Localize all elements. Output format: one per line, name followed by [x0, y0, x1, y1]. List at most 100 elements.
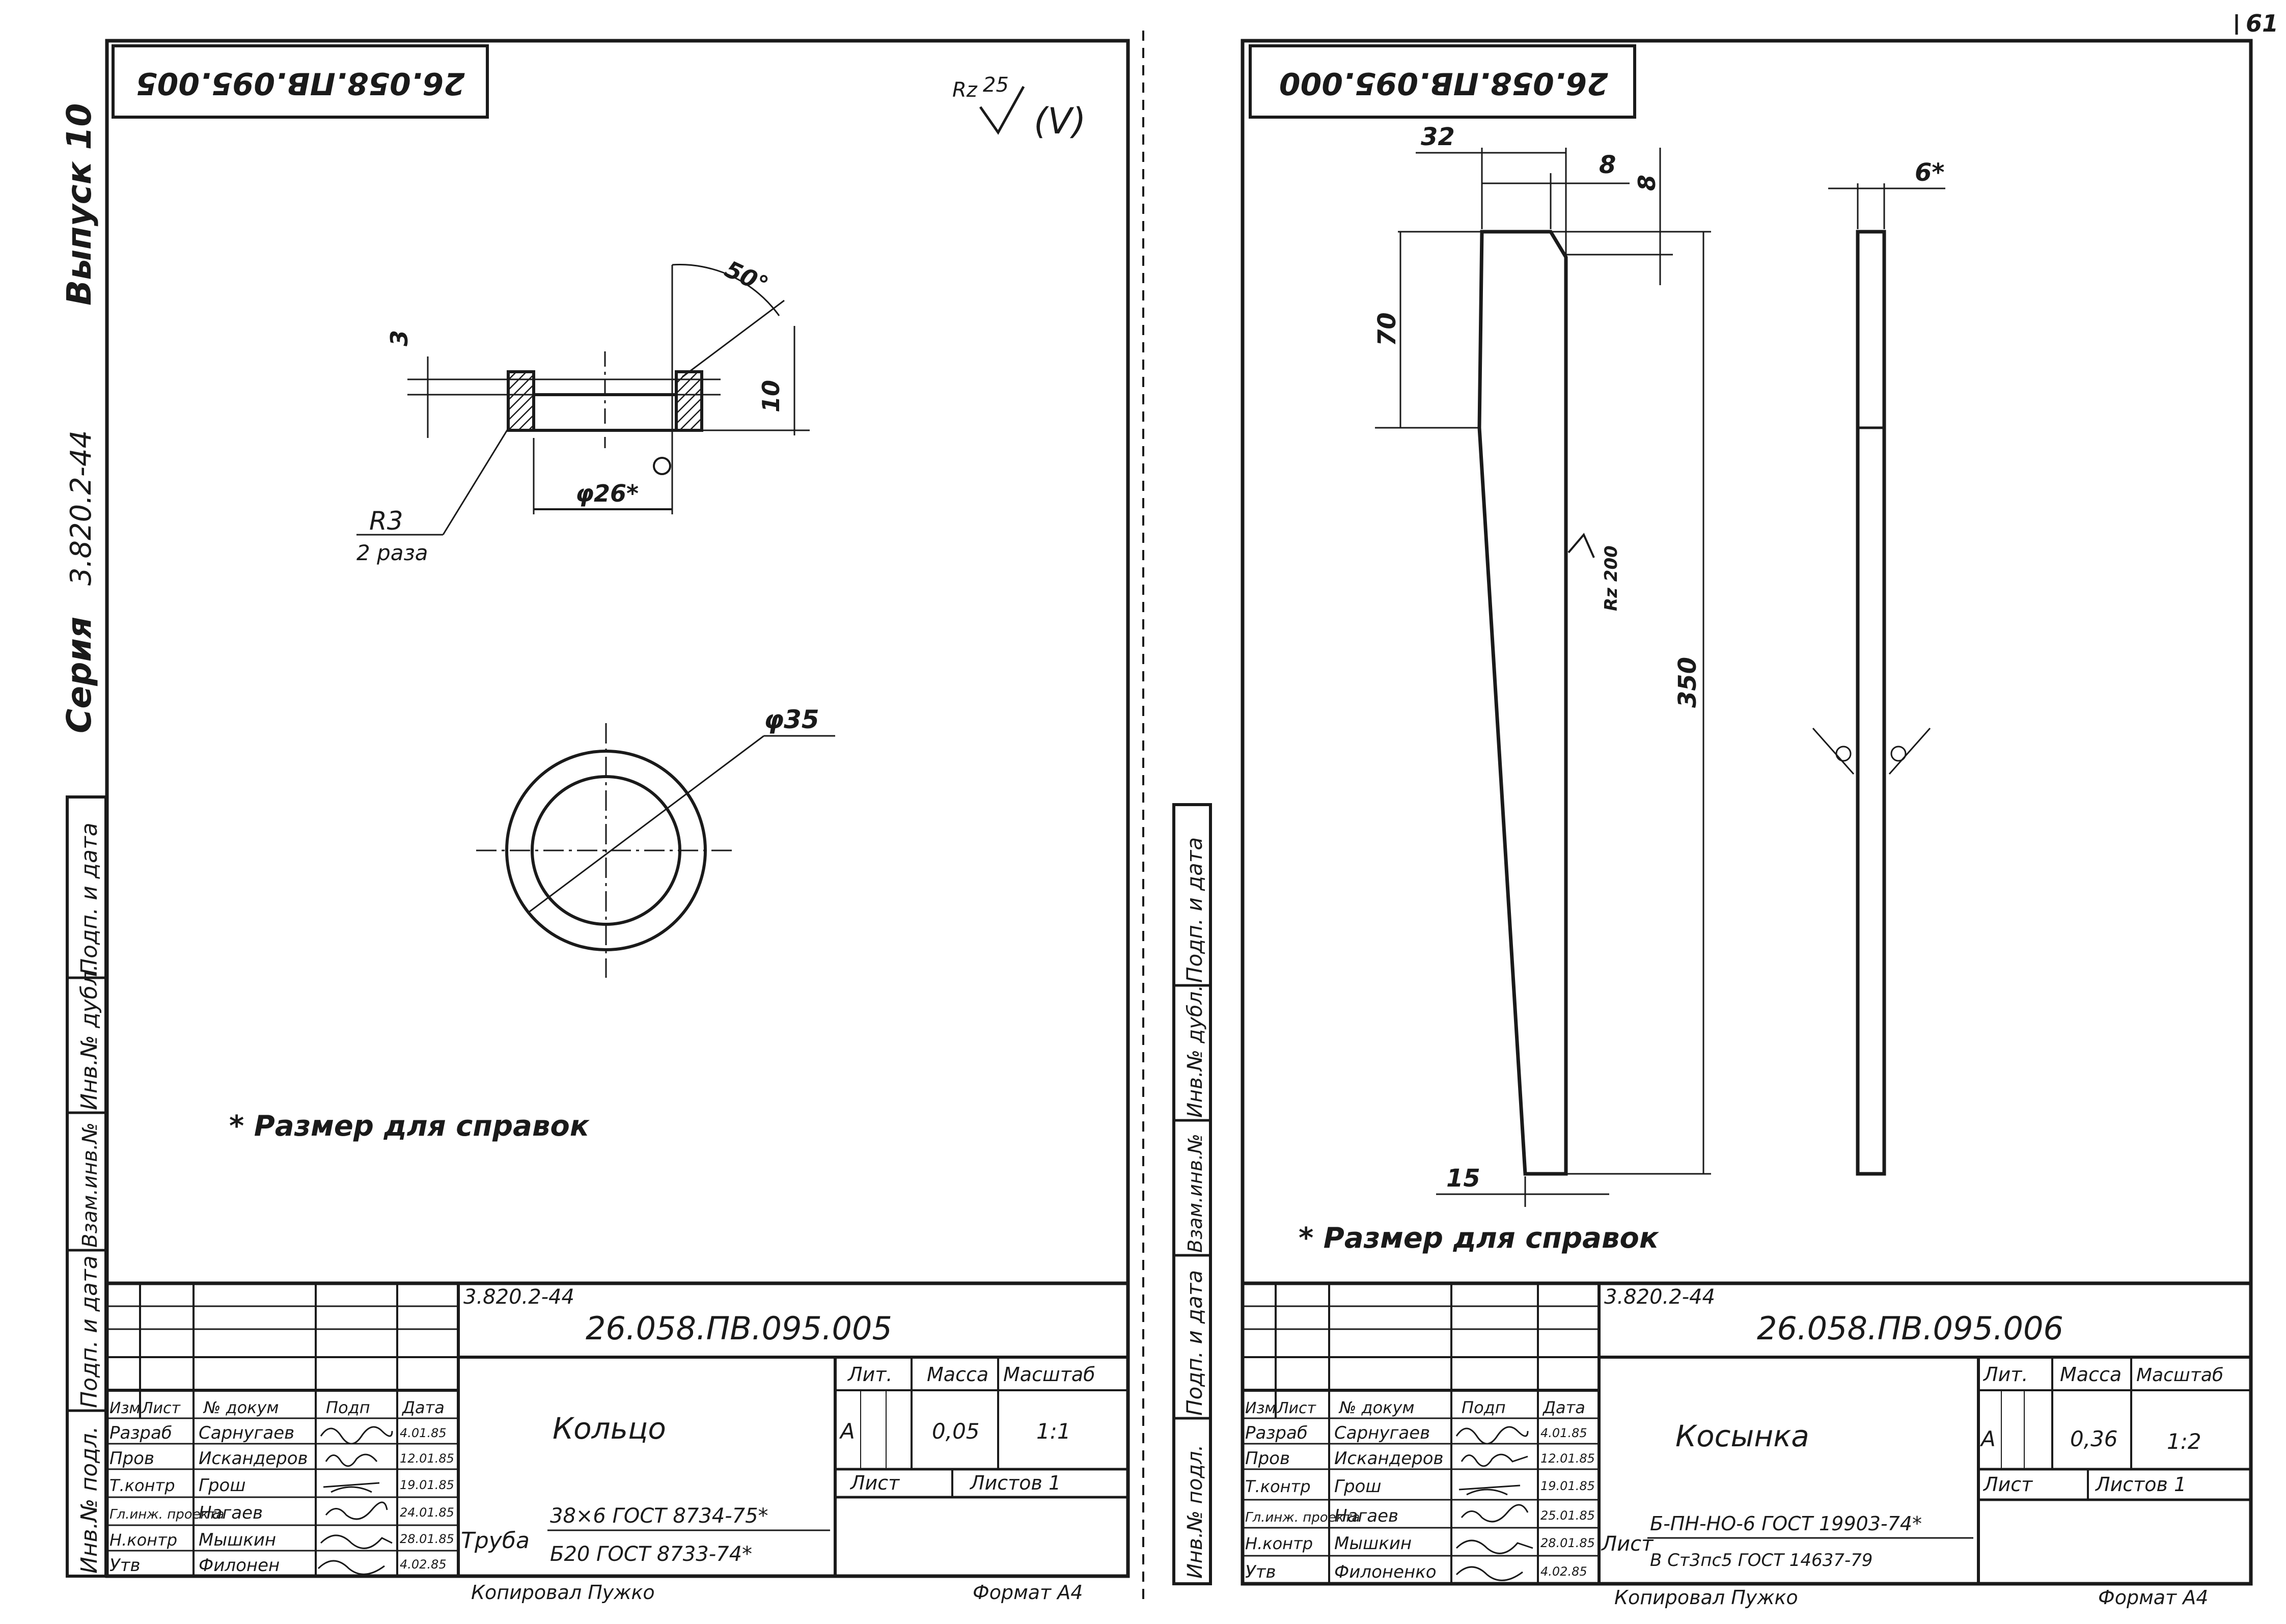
- svg-text:Взам.инв.№: Взам.инв.№: [1184, 1134, 1206, 1253]
- left-title-block: 3.820.2-44 26.058.ПВ.095.005 Кольцо Лит.…: [107, 1281, 1128, 1576]
- svg-text:Листов 1: Листов 1: [969, 1472, 1061, 1494]
- svg-text:Подп: Подп: [1462, 1398, 1506, 1417]
- svg-text:Нагаев: Нагаев: [199, 1503, 263, 1523]
- dim-outer-diameter: φ35: [764, 705, 819, 734]
- left-format: Формат А4: [973, 1581, 1083, 1604]
- svg-text:24.01.85: 24.01.85: [400, 1505, 454, 1520]
- series-word: Серия: [60, 617, 99, 733]
- left-sheet: Серия 3.820.2-44 Выпуск 10 Подп. и дата …: [60, 39, 1130, 1604]
- svg-text:Лит.: Лит.: [847, 1363, 893, 1386]
- svg-text:Дата: Дата: [1542, 1398, 1585, 1417]
- left-frame: [105, 39, 1130, 1578]
- svg-text:8: 8: [1599, 151, 1616, 179]
- svg-text:Грош: Грош: [199, 1475, 245, 1496]
- svg-text:4.01.85: 4.01.85: [400, 1426, 447, 1440]
- stamp-replace-inv: Взам.инв.№: [78, 1122, 102, 1248]
- right-copied-by: Копировал Пужко: [1614, 1586, 1798, 1609]
- stamp-orig-inv: Инв.№ подл.: [76, 1426, 102, 1574]
- svg-text:19.01.85: 19.01.85: [1540, 1479, 1595, 1493]
- svg-text:Филонен: Филонен: [199, 1555, 280, 1576]
- svg-text:4.01.85: 4.01.85: [1540, 1426, 1587, 1440]
- svg-text:Листов 1: Листов 1: [2095, 1473, 2186, 1496]
- svg-text:Сарнугаев: Сарнугаев: [1334, 1423, 1430, 1443]
- left-scale: 1:1: [1036, 1419, 1071, 1444]
- svg-text:Масса: Масса: [2060, 1363, 2122, 1386]
- dim-height: 10: [757, 380, 785, 412]
- svg-text:Инв.№ подл.: Инв.№ подл.: [1183, 1445, 1207, 1579]
- ring-plan-view: φ35: [476, 705, 835, 978]
- svg-text:Дата: Дата: [401, 1398, 445, 1417]
- svg-text:Нагаев: Нагаев: [1334, 1506, 1398, 1526]
- right-format: Формат А4: [2098, 1586, 2208, 1609]
- svg-text:Сарнугаев: Сарнугаев: [199, 1423, 294, 1443]
- svg-text:Лист: Лист: [141, 1399, 181, 1417]
- svg-text:350: 350: [1673, 657, 1702, 708]
- svg-text:Искандеров: Искандеров: [199, 1448, 308, 1469]
- svg-text:Инв.№ дубл.: Инв.№ дубл.: [1183, 985, 1207, 1118]
- svg-text:(V): (V): [1034, 100, 1086, 142]
- svg-text:Подп: Подп: [326, 1398, 370, 1417]
- svg-text:Грош: Грош: [1334, 1476, 1381, 1497]
- gusset-side-view: 6*: [1812, 158, 1945, 1176]
- svg-text:Утв: Утв: [1245, 1562, 1276, 1582]
- left-signatures: [317, 1426, 393, 1575]
- right-title-block: 3.820.2-44 26.058.ПВ.095.006 Косынка Лит…: [1243, 1281, 2251, 1584]
- svg-text:3.820.2-44: 3.820.2-44: [463, 1285, 574, 1309]
- side-stamp-right: Подп. и дата Инв.№ дубл. Взам.инв.№ Подп…: [1172, 803, 1212, 1585]
- svg-text:Масштаб: Масштаб: [2136, 1365, 2223, 1386]
- svg-text:Н.контр: Н.контр: [1245, 1534, 1313, 1553]
- svg-text:В Ст3пс5 ГОСТ 14637-79: В Ст3пс5 ГОСТ 14637-79: [1650, 1550, 1872, 1571]
- svg-text:Rz 200: Rz 200: [1601, 545, 1621, 611]
- gusset-front-view: 70 32 8 8 350 15 Rz 200: [1373, 123, 1711, 1207]
- dim-radius-note: 2 раза: [356, 540, 428, 565]
- right-mass: 0,36: [2070, 1426, 2118, 1451]
- svg-text:6*: 6*: [1915, 158, 1945, 187]
- issue-label: Выпуск 10: [60, 103, 99, 306]
- right-part-name: Косынка: [1675, 1419, 1809, 1453]
- svg-text:Лист: Лист: [849, 1472, 900, 1494]
- svg-text:4.02.85: 4.02.85: [400, 1557, 447, 1572]
- svg-text:Rz: Rz: [952, 78, 978, 102]
- svg-text:Подп. и дата: Подп. и дата: [1182, 1270, 1207, 1416]
- stamp-dupl-inv: Инв.№ дубл.: [76, 964, 102, 1110]
- right-footnote: * Размер для справок: [1299, 1222, 1660, 1255]
- svg-text:19.01.85: 19.01.85: [400, 1478, 454, 1492]
- series-block: Серия 3.820.2-44 Выпуск 10: [60, 103, 99, 733]
- left-mass: 0,05: [932, 1419, 980, 1444]
- svg-text:№ докум: № докум: [203, 1398, 279, 1417]
- stamp-sign-date-2: Подп. и дата: [76, 1255, 102, 1408]
- svg-text:Лист: Лист: [1277, 1399, 1317, 1417]
- dim-radius: R3: [369, 506, 403, 536]
- svg-text:Пров: Пров: [109, 1448, 154, 1469]
- svg-text:Масштаб: Масштаб: [1003, 1363, 1095, 1386]
- svg-text:Разраб: Разраб: [1245, 1423, 1308, 1443]
- svg-text:25: 25: [983, 73, 1009, 97]
- left-copied-by: Копировал Пужко: [471, 1581, 655, 1604]
- svg-text:Лист: Лист: [1982, 1473, 2033, 1496]
- right-rotated-code: 26.058.ПВ.095.000: [1279, 65, 1608, 101]
- left-material-label: Труба: [461, 1528, 530, 1554]
- svg-text:Б20 ГОСТ 8733-74*: Б20 ГОСТ 8733-74*: [550, 1543, 752, 1566]
- svg-text:Изм: Изм: [1245, 1399, 1276, 1417]
- svg-text:А: А: [839, 1419, 855, 1444]
- right-signatures: [1455, 1426, 1533, 1581]
- left-part-name: Кольцо: [553, 1411, 666, 1446]
- svg-text:Филоненко: Филоненко: [1334, 1562, 1437, 1582]
- svg-text:3.820.2-44: 3.820.2-44: [1604, 1285, 1715, 1309]
- svg-text:Гл.инж. проекта: Гл.инж. проекта: [109, 1507, 224, 1522]
- svg-text:Т.контр: Т.контр: [1245, 1477, 1311, 1496]
- page-number: 61: [2246, 10, 2278, 37]
- svg-text:Мышкин: Мышкин: [199, 1530, 276, 1550]
- svg-text:№ докум: № докум: [1338, 1398, 1415, 1417]
- svg-text:А: А: [1979, 1426, 1996, 1451]
- svg-text:8: 8: [1633, 175, 1661, 191]
- roughness-symbol: Rz 25 (V): [952, 73, 1086, 142]
- svg-text:28.01.85: 28.01.85: [400, 1532, 454, 1546]
- svg-text:12.01.85: 12.01.85: [400, 1451, 454, 1466]
- right-frame: [1241, 39, 2253, 1586]
- svg-text:Т.контр: Т.контр: [109, 1476, 175, 1495]
- left-designation: 26.058.ПВ.095.005: [586, 1310, 892, 1347]
- svg-text:32: 32: [1421, 123, 1455, 151]
- svg-text:12.01.85: 12.01.85: [1540, 1451, 1595, 1466]
